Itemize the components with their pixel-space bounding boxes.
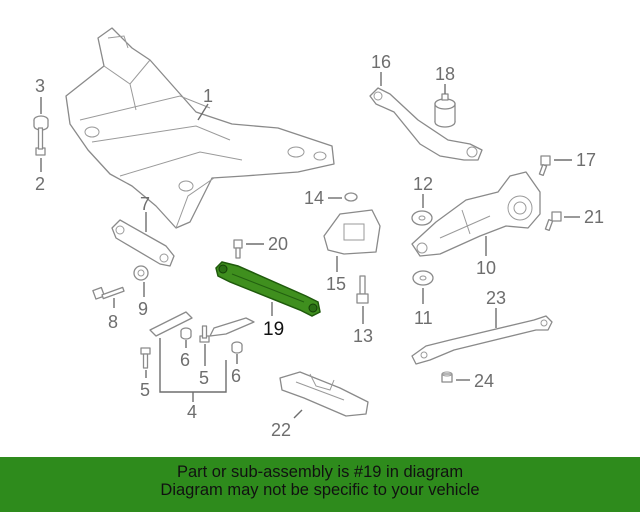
part-14-washer xyxy=(344,192,358,202)
callout-10: 10 xyxy=(476,258,496,278)
part-15-bracket xyxy=(323,209,381,255)
callout-7: 7 xyxy=(140,194,150,214)
part-12-washer xyxy=(411,210,433,226)
callout-20: 20 xyxy=(268,234,288,254)
part-4-brackets xyxy=(149,311,255,337)
part-8-bolt xyxy=(92,286,125,300)
callout-12: 12 xyxy=(413,174,433,194)
callout-23: 23 xyxy=(486,288,506,308)
part-16-upper-arm xyxy=(369,87,483,161)
callout-17: 17 xyxy=(576,150,596,170)
callout-24: 24 xyxy=(474,371,494,391)
banner-line-1: Part or sub-assembly is #19 in diagram xyxy=(176,463,464,481)
callout-8: 8 xyxy=(108,312,118,332)
part-3-bushing xyxy=(33,115,49,131)
part-23-rod xyxy=(411,315,553,365)
part-21-bolt xyxy=(544,211,562,232)
callout-11: 11 xyxy=(414,308,433,328)
info-banner: Part or sub-assembly is #19 in diagram D… xyxy=(0,457,640,512)
callout-4: 4 xyxy=(187,402,197,422)
part-17-bolt xyxy=(538,155,551,177)
callout-1: 1 xyxy=(203,86,213,106)
part-5-bolt-a xyxy=(140,347,151,369)
part-9-washer xyxy=(133,265,149,281)
callout-15: 15 xyxy=(326,274,346,294)
callout-13: 13 xyxy=(353,326,373,346)
part-10-knuckle xyxy=(411,171,541,257)
callout-18: 18 xyxy=(435,64,455,84)
leader-lines xyxy=(40,72,580,419)
part-6-nut-a xyxy=(180,327,192,340)
callout-2: 2 xyxy=(35,174,45,194)
callout-5a: 5 xyxy=(140,380,150,400)
callout-9: 9 xyxy=(138,299,148,319)
callout-21: 21 xyxy=(584,207,604,227)
part-20-bolt xyxy=(233,239,243,259)
banner-line-2: Diagram may not be specific to your vehi… xyxy=(160,481,480,499)
callout-6a: 6 xyxy=(180,350,190,370)
part-13-bolt xyxy=(356,275,369,304)
callout-5b: 5 xyxy=(199,368,209,388)
part-19-lower-arm-highlighted xyxy=(215,261,321,317)
callout-6b: 6 xyxy=(231,366,241,386)
part-6-nut-b xyxy=(231,341,243,354)
parts-diagram: 1 2 3 4 5 5 6 6 7 8 9 10 11 12 13 14 15 … xyxy=(33,27,604,440)
callout-19: 19 xyxy=(263,319,284,340)
part-5-bolt-b xyxy=(199,325,210,343)
part-18-bump-stop xyxy=(434,93,456,128)
part-22-plate xyxy=(279,371,369,417)
part-11-washer xyxy=(412,270,434,286)
part-2-bolt xyxy=(35,127,46,156)
part-7-link xyxy=(111,219,175,267)
callout-16: 16 xyxy=(371,52,391,72)
callout-14: 14 xyxy=(304,188,324,208)
part-1-crossmember xyxy=(65,27,335,229)
callout-3: 3 xyxy=(35,76,45,96)
callout-22: 22 xyxy=(271,420,291,440)
part-24-nut xyxy=(441,371,453,383)
callout-labels: 1 2 3 4 5 5 6 6 7 8 9 10 11 12 13 14 15 … xyxy=(35,52,604,440)
